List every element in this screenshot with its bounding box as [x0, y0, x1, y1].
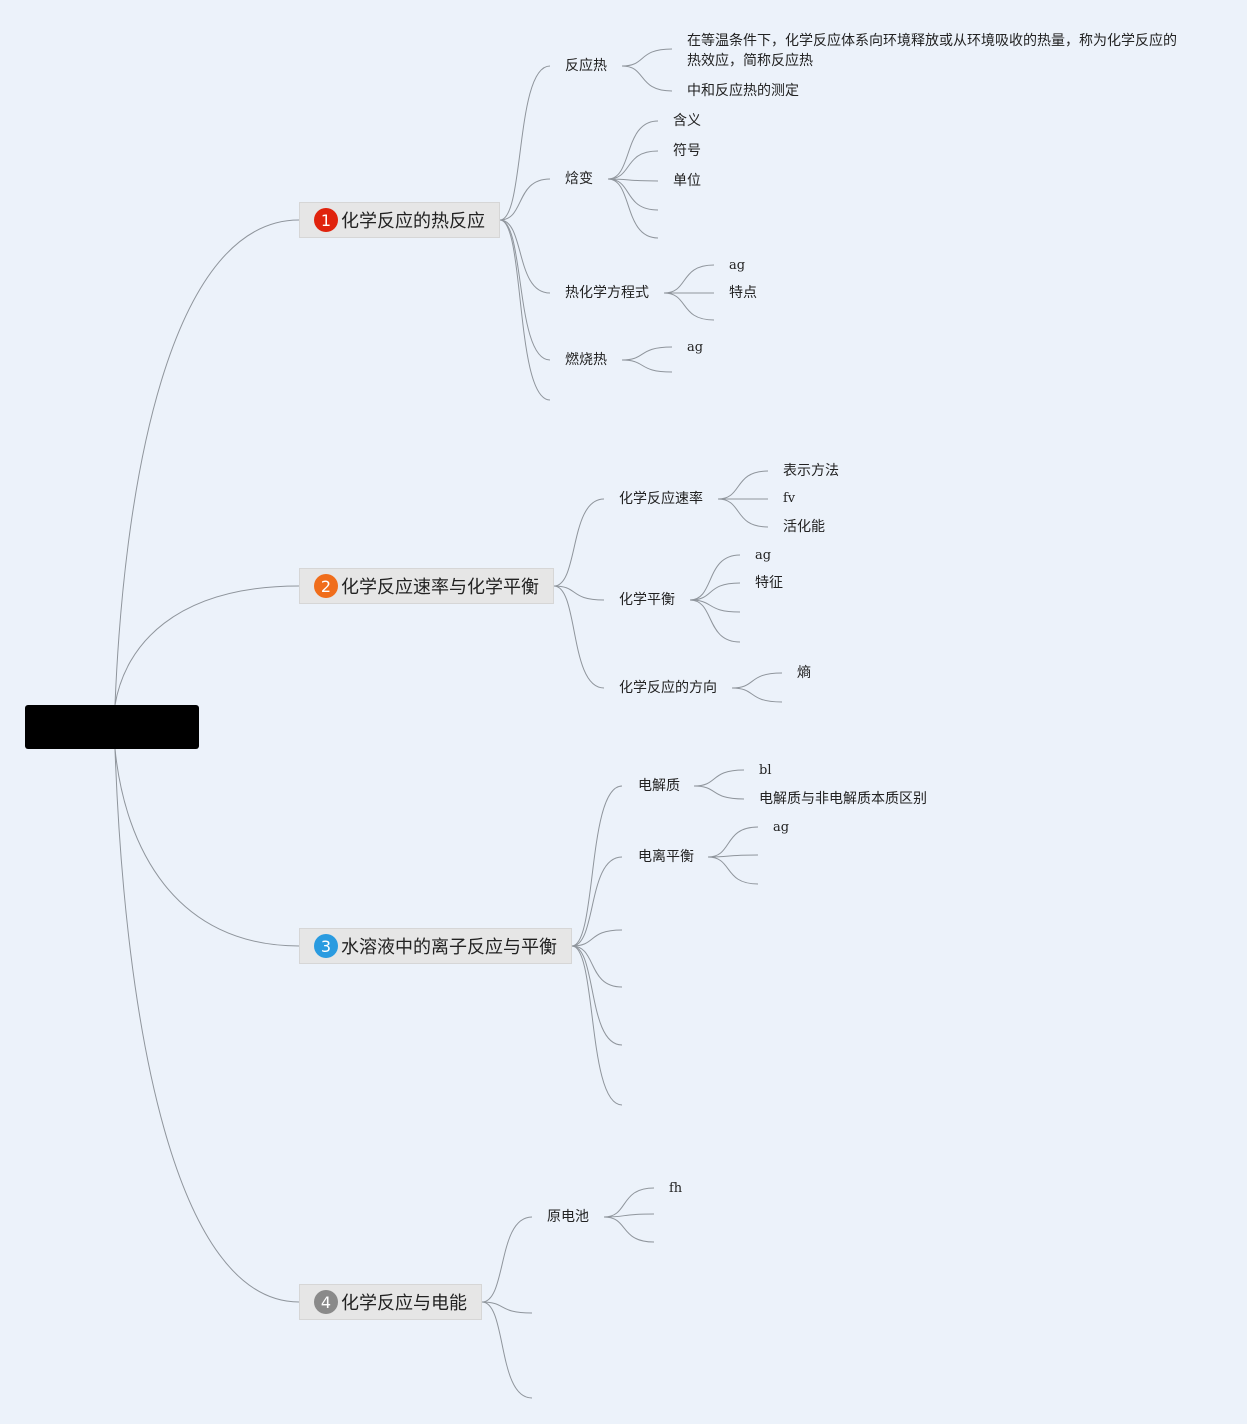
topic-reaction-heat[interactable]: 反应热 — [565, 58, 607, 74]
b2-c0-link-0 — [717, 470, 769, 500]
branch-title-3: 水溶液中的离子反应与平衡 — [341, 937, 557, 958]
root-link-4 — [114, 748, 300, 1303]
subtopic-neutralization-measurement[interactable]: 中和反应热的测定 — [687, 83, 799, 99]
b2-c1-link-0 — [689, 554, 741, 601]
b1-c1-link-0 — [607, 120, 659, 180]
branch-title-2: 化学反应速率与化学平衡 — [341, 577, 539, 598]
subtopic-symbol[interactable]: 符号 — [673, 143, 701, 159]
b1-c2-link-0 — [663, 264, 715, 294]
b1-c1-link-4 — [607, 178, 659, 239]
subtopic-expression-method[interactable]: 表示方法 — [783, 463, 839, 479]
subtopic-unit[interactable]: 单位 — [673, 173, 701, 189]
badge-1: 1 — [314, 208, 338, 232]
b4-c0-link-1 — [603, 1213, 655, 1218]
b3-link-0 — [571, 785, 623, 947]
topic-enthalpy-change[interactable]: 焓变 — [565, 171, 593, 187]
subtopic-activation-energy[interactable]: 活化能 — [783, 519, 825, 535]
topic-chemical-equilibrium[interactable]: 化学平衡 — [619, 592, 675, 608]
subtopic-ag-4[interactable]: ag — [773, 820, 790, 835]
b1-c3-link-0 — [621, 346, 673, 361]
b3-c0-link-1 — [693, 785, 745, 800]
b2-c2-link-0 — [731, 672, 783, 689]
root-link-1 — [114, 219, 300, 706]
b2-c1-link-2 — [689, 599, 741, 613]
subtopic-ag-3[interactable]: ag — [755, 548, 772, 563]
topic-thermochemical-equation[interactable]: 热化学方程式 — [565, 285, 649, 301]
b3-link-5 — [571, 945, 623, 1106]
b4-c0-link-2 — [603, 1216, 655, 1243]
b2-link-2 — [553, 585, 605, 689]
b2-c0-link-2 — [717, 498, 769, 528]
branch-node-4[interactable]: 4 化学反应与电能 — [299, 1284, 482, 1320]
b4-link-2 — [481, 1301, 533, 1399]
b3-c1-link-2 — [707, 856, 759, 885]
subtopic-entropy[interactable]: 熵 — [797, 665, 811, 681]
root-link-2 — [114, 585, 300, 706]
b1-c1-link-2 — [607, 178, 659, 182]
branch-node-3[interactable]: 3 水溶液中的离子反应与平衡 — [299, 928, 572, 964]
subtopic-meaning[interactable]: 含义 — [673, 113, 701, 129]
b3-c1-link-1 — [707, 854, 759, 858]
subtopic-features-1[interactable]: 特点 — [729, 285, 757, 301]
topic-combustion-heat[interactable]: 燃烧热 — [565, 352, 607, 368]
topic-ionization-equilibrium[interactable]: 电离平衡 — [638, 849, 694, 865]
b4-c0-link-0 — [603, 1187, 655, 1218]
subtopic-characteristics[interactable]: 特征 — [755, 575, 783, 591]
badge-3: 3 — [314, 934, 338, 958]
b3-link-3 — [571, 945, 623, 988]
b1-link-0 — [499, 65, 551, 221]
badge-2: 2 — [314, 574, 338, 598]
branch-node-2[interactable]: 2 化学反应速率与化学平衡 — [299, 568, 554, 604]
root-link-3 — [114, 748, 300, 947]
b1-c3-link-1 — [621, 359, 673, 373]
b2-link-1 — [553, 585, 605, 601]
b3-link-2 — [571, 929, 623, 947]
subtopic-fh[interactable]: fh — [669, 1181, 683, 1196]
subtopic-bl[interactable]: bl — [759, 763, 772, 778]
subtopic-fv[interactable]: fv — [783, 491, 796, 506]
topic-galvanic-cell[interactable]: 原电池 — [547, 1209, 589, 1225]
badge-4: 4 — [314, 1290, 338, 1314]
b4-link-1 — [481, 1301, 533, 1314]
root-node[interactable] — [25, 705, 199, 749]
b2-c2-link-1 — [731, 687, 783, 703]
b2-c1-link-3 — [689, 599, 741, 643]
branch-title-4: 化学反应与电能 — [341, 1293, 467, 1314]
topic-reaction-direction[interactable]: 化学反应的方向 — [619, 680, 717, 696]
topic-reaction-rate[interactable]: 化学反应速率 — [619, 491, 703, 507]
subtopic-electrolyte-difference[interactable]: 电解质与非电解质本质区别 — [759, 791, 927, 807]
topic-electrolyte[interactable]: 电解质 — [638, 778, 680, 794]
b1-link-1 — [499, 178, 551, 221]
branch-node-1[interactable]: 1 化学反应的热反应 — [299, 202, 500, 238]
b2-c1-link-1 — [689, 582, 741, 601]
b1-c0-link-0 — [621, 48, 673, 67]
b1-c2-link-2 — [663, 292, 715, 321]
branch-title-1: 化学反应的热反应 — [341, 211, 485, 232]
b3-link-4 — [571, 945, 623, 1046]
b1-link-4 — [499, 219, 551, 401]
b1-link-2 — [499, 219, 551, 294]
b1-c0-link-1 — [621, 65, 673, 92]
subtopic-reaction-heat-definition[interactable]: 在等温条件下，化学反应体系向环境释放或从环境吸收的热量，称为化学反应的热效应，简… — [687, 33, 1177, 69]
b1-c1-link-1 — [607, 150, 659, 180]
subtopic-ag-1[interactable]: ag — [729, 258, 746, 273]
b1-c1-link-3 — [607, 178, 659, 211]
subtopic-ag-2[interactable]: ag — [687, 340, 704, 355]
b4-link-0 — [481, 1216, 533, 1303]
b3-c0-link-0 — [693, 769, 745, 787]
b3-c1-link-0 — [707, 826, 759, 858]
b2-link-0 — [553, 498, 605, 587]
b1-link-3 — [499, 219, 551, 361]
b3-link-1 — [571, 856, 623, 947]
